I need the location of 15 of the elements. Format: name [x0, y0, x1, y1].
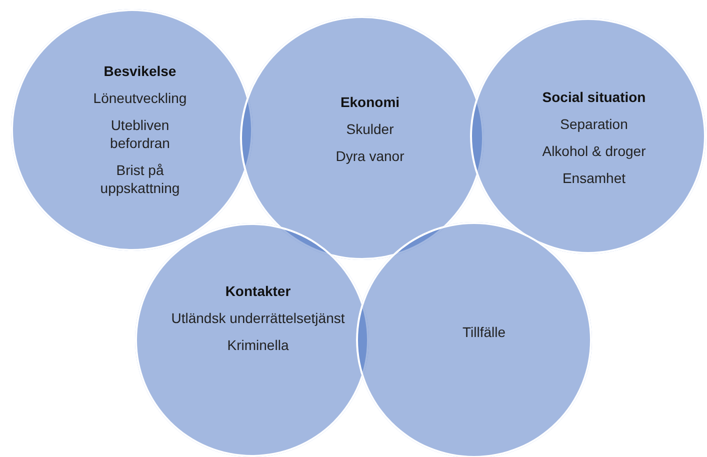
- circle-text: Utebliven befordran: [109, 116, 171, 152]
- circle-text: Kriminella: [227, 336, 289, 354]
- circle-text: Tillfälle: [462, 323, 506, 341]
- circle-text: Separation: [560, 115, 628, 133]
- circle-heading: Kontakter: [225, 282, 291, 300]
- circle-text: Ensamhet: [562, 169, 626, 187]
- circle-text: Brist på uppskattning: [99, 161, 181, 197]
- circle-text: Dyra vanor: [336, 147, 404, 165]
- circle-text: Skulder: [346, 120, 394, 138]
- circle-text: Alkohol & droger: [542, 142, 646, 160]
- circle-heading: Social situation: [542, 88, 646, 106]
- circle-text: Utländsk underrättelsetjänst: [171, 309, 345, 327]
- circle-heading: Ekonomi: [340, 93, 400, 111]
- circle-heading: Besvikelse: [104, 62, 176, 80]
- circle-text: Löneutveckling: [93, 89, 187, 107]
